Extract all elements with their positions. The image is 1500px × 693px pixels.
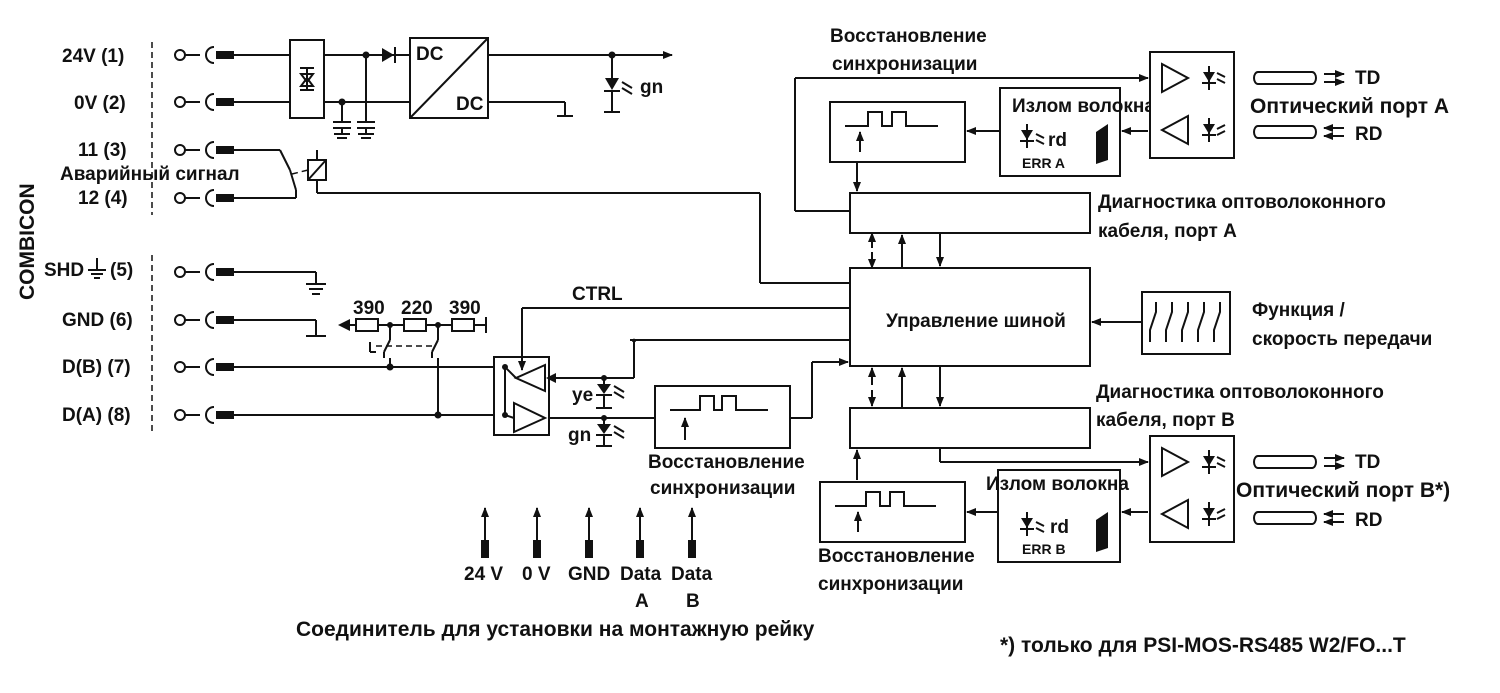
rail-pin-icon xyxy=(481,507,489,558)
terminal-label-db: D(B) (7) xyxy=(62,357,131,378)
rail-pin-icon xyxy=(636,507,644,558)
photodiode-rx-icon xyxy=(1202,118,1226,142)
resistor-1-label: 390 xyxy=(353,298,385,319)
fiber-connector-td-b xyxy=(1253,454,1345,470)
led-gn-data-icon xyxy=(596,418,625,447)
led-tx-icon xyxy=(1202,66,1226,90)
rail-connector-label: Соединитель для установки на монтажную р… xyxy=(296,618,815,641)
terminal-label-5: (5) xyxy=(110,260,133,281)
led-rd-icon xyxy=(1020,124,1045,148)
sync-bottom-line2: синхронизации xyxy=(818,574,963,595)
fiber-connector-td-a xyxy=(1253,70,1345,86)
rail-pin-sub-b: B xyxy=(686,591,700,612)
terminal-label-gnd: GND (6) xyxy=(62,310,133,331)
fiber-break-a-led: rd xyxy=(1048,130,1067,151)
terminal-label-24v: 24V (1) xyxy=(62,46,124,67)
fiber-break-a-err: ERR A xyxy=(1022,155,1065,171)
sync-top-line2: синхронизации xyxy=(832,54,977,75)
port-a-section: Восстановление синхронизации Излом волок… xyxy=(794,26,1449,212)
diag-b-line1: Диагностика оптоволоконного xyxy=(1096,382,1384,403)
sync-middle-line2: синхронизации xyxy=(650,478,795,499)
led-gn-icon xyxy=(604,78,633,95)
terminal-label-12: 12 (4) xyxy=(78,188,128,209)
sync-bottom-line1: Восстановление xyxy=(818,546,975,567)
port-b-td: TD xyxy=(1355,452,1380,473)
fiber-break-a-title: Излом волокна xyxy=(1012,96,1155,117)
rail-pin-sub-a: A xyxy=(635,591,649,612)
diag-port-b-box xyxy=(849,407,1091,449)
sync-top-line1: Восстановление xyxy=(830,26,987,47)
function-line2: скорость передачи xyxy=(1252,329,1432,350)
signal-level-b-icon xyxy=(1096,512,1108,552)
rail-connector: 24 V 0 V GND Data Data A B Соединитель д… xyxy=(296,507,815,641)
terminal-label-0v: 0V (2) xyxy=(74,93,126,114)
sync-middle-line1: Восстановление xyxy=(648,452,805,473)
rail-pin-data-b: Data xyxy=(671,564,713,585)
resistor-3-label: 390 xyxy=(449,298,481,319)
rs485-lines: CTRL ye xyxy=(234,284,850,499)
terminal-block: 24V (1) 0V (2) 11 (3) 12 (4) Аварийный с… xyxy=(44,42,240,435)
terminal-label-11: 11 (3) xyxy=(78,140,127,161)
led-tx-b-icon xyxy=(1202,450,1226,474)
ctrl-label: CTRL xyxy=(572,284,623,305)
signal-level-icon xyxy=(1096,124,1108,164)
led-ye-label: ye xyxy=(572,385,593,406)
diag-port-a-box xyxy=(849,192,1091,234)
fiber-break-b-title: Излом волокна xyxy=(986,474,1129,495)
rail-pin-icon xyxy=(585,507,593,558)
rail-pin-icon xyxy=(533,507,541,558)
led-rd-b-icon xyxy=(1020,512,1045,536)
combicon-label: COMBICON xyxy=(16,183,39,300)
rail-pin-0v: 0 V xyxy=(522,564,551,585)
port-b-title: Оптический порт B*) xyxy=(1236,479,1450,502)
ground-icon xyxy=(88,258,106,279)
port-a-title: Оптический порт A xyxy=(1250,95,1449,118)
diode-icon xyxy=(382,47,396,63)
rail-pin-data-a: Data xyxy=(620,564,662,585)
optical-transceiver-a xyxy=(1149,51,1235,159)
optical-transceiver-b xyxy=(1149,435,1235,543)
power-section: DC DC gn xyxy=(234,37,673,139)
photodiode-rx-b-icon xyxy=(1202,502,1226,526)
diag-a-line1: Диагностика оптоволоконного xyxy=(1098,192,1386,213)
function-line1: Функция / xyxy=(1252,300,1345,321)
bus-control-box xyxy=(849,267,1091,367)
bus-control-section: Управление шиной Диагностика оптоволокон… xyxy=(849,192,1432,449)
led-gn-power-label: gn xyxy=(640,77,663,98)
dip-switch-icon xyxy=(1149,302,1221,342)
shield-ground xyxy=(234,271,326,337)
diag-a-line2: кабеля, порт A xyxy=(1098,221,1237,242)
fiber-connector-rd-a xyxy=(1253,124,1344,140)
rail-pin-24v: 24 V xyxy=(464,564,503,585)
footnote: *) только для PSI-MOS-RS485 W2/FO...T xyxy=(1000,634,1406,657)
port-b-section: Восстановление синхронизации Излом волок… xyxy=(818,435,1450,595)
dc-top-label: DC xyxy=(416,44,444,65)
bus-control-label: Управление шиной xyxy=(886,311,1066,332)
led-ye-icon xyxy=(596,378,625,409)
alarm-relay xyxy=(234,149,850,284)
dc-bottom-label: DC xyxy=(456,94,484,115)
fiber-connector-rd-b xyxy=(1253,510,1344,526)
rail-pin-icon xyxy=(688,507,696,558)
diag-b-line2: кабеля, порт B xyxy=(1096,410,1235,431)
fiber-break-b-err: ERR B xyxy=(1022,541,1066,557)
terminal-symbols xyxy=(174,46,234,424)
terminal-label-da: D(A) (8) xyxy=(62,405,131,426)
terminal-label-shd: SHD xyxy=(44,260,84,281)
port-a-rd: RD xyxy=(1355,124,1382,145)
led-gn-label: gn xyxy=(568,425,591,446)
termination-resistors: 390 220 390 xyxy=(338,298,487,358)
port-a-td: TD xyxy=(1355,68,1380,89)
alarm-label: Аварийный сигнал xyxy=(60,164,240,185)
rail-pin-gnd: GND xyxy=(568,564,610,585)
port-b-rd: RD xyxy=(1355,510,1382,531)
resistor-2-label: 220 xyxy=(401,298,433,319)
fiber-break-b-led: rd xyxy=(1050,517,1069,538)
